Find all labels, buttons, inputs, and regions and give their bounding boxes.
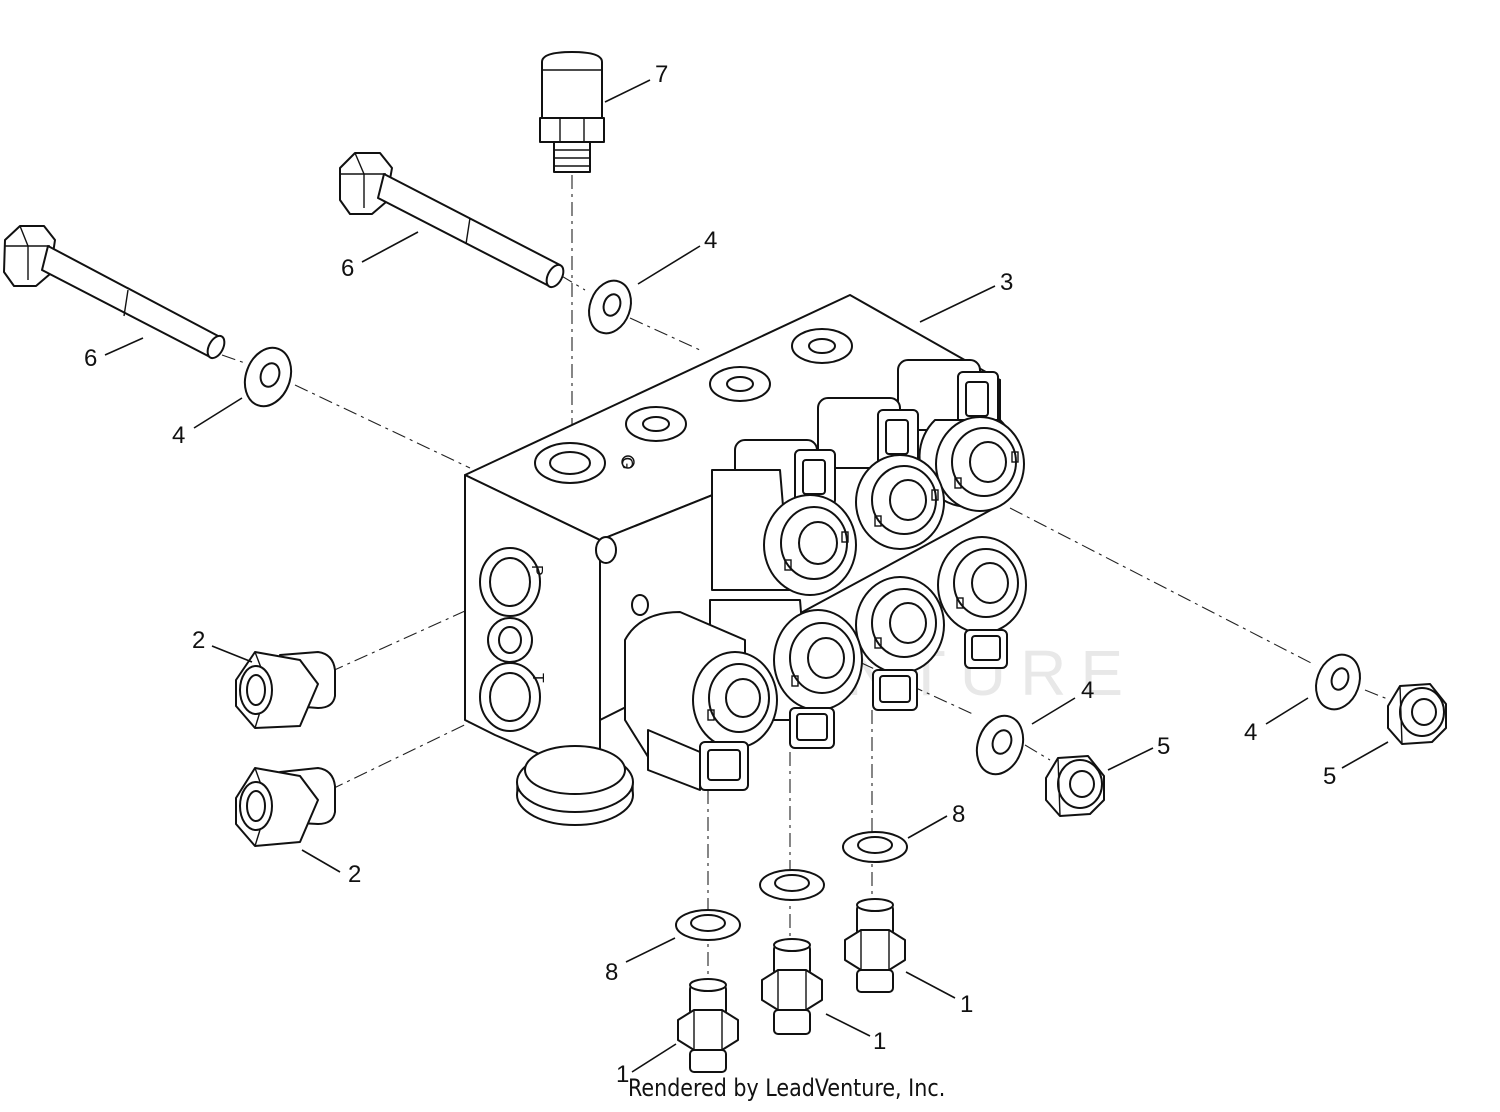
solenoid-coil-lower-3	[937, 536, 1027, 669]
nut-mid	[1045, 755, 1105, 817]
callout-3: 3	[1000, 269, 1013, 296]
bolt-upper	[339, 152, 565, 289]
callout-5-mid: 5	[1157, 733, 1170, 760]
seal-middle	[759, 869, 825, 901]
washer-left	[243, 346, 293, 408]
vent-plug	[539, 51, 605, 173]
callout-4-left: 4	[172, 422, 185, 449]
fitting-upper	[235, 651, 336, 729]
solenoid-coil-lower-2	[855, 576, 945, 711]
callout-4-right: 4	[1244, 719, 1257, 746]
seal-left	[675, 909, 741, 941]
adapter-left	[677, 978, 739, 1073]
washer-mid-right	[975, 714, 1025, 776]
solenoid-coil-upper-1	[711, 439, 857, 596]
fitting-lower	[235, 767, 336, 847]
leader-lines	[104, 79, 1389, 1073]
callout-2-upper: 2	[192, 627, 205, 654]
seal-right	[842, 831, 908, 863]
callout-6-left: 6	[84, 345, 97, 372]
callout-5-right: 5	[1323, 763, 1336, 790]
solenoid-coil-lower-0	[624, 611, 778, 791]
port-label-t: T	[529, 673, 546, 683]
callout-4-upper: 4	[704, 227, 717, 254]
callout-8-right: 8	[952, 801, 965, 828]
callout-1-left: 1	[616, 1061, 629, 1088]
washer-upper	[588, 279, 632, 335]
callout-2-lower: 2	[348, 861, 361, 888]
port-label-p: P	[528, 565, 545, 576]
callout-1-middle: 1	[873, 1028, 886, 1055]
callout-1-right: 1	[960, 991, 973, 1018]
callout-7: 7	[655, 61, 668, 88]
adapter-right	[844, 898, 906, 993]
solenoid-coil-upper-3	[897, 359, 1025, 512]
callout-8-left: 8	[605, 959, 618, 986]
nut-right	[1387, 683, 1447, 745]
callout-4-mid: 4	[1081, 677, 1094, 704]
assembly-lines	[221, 175, 1391, 990]
port-label-g: G	[618, 457, 635, 469]
washer-far-right	[1315, 653, 1361, 711]
bolt-left	[3, 225, 226, 360]
callout-6-upper: 6	[341, 255, 354, 282]
solenoid-coil-upper-2	[817, 397, 945, 550]
render-credit: Rendered by LeadVenture, Inc.	[628, 1074, 946, 1102]
adapter-middle	[761, 938, 823, 1035]
